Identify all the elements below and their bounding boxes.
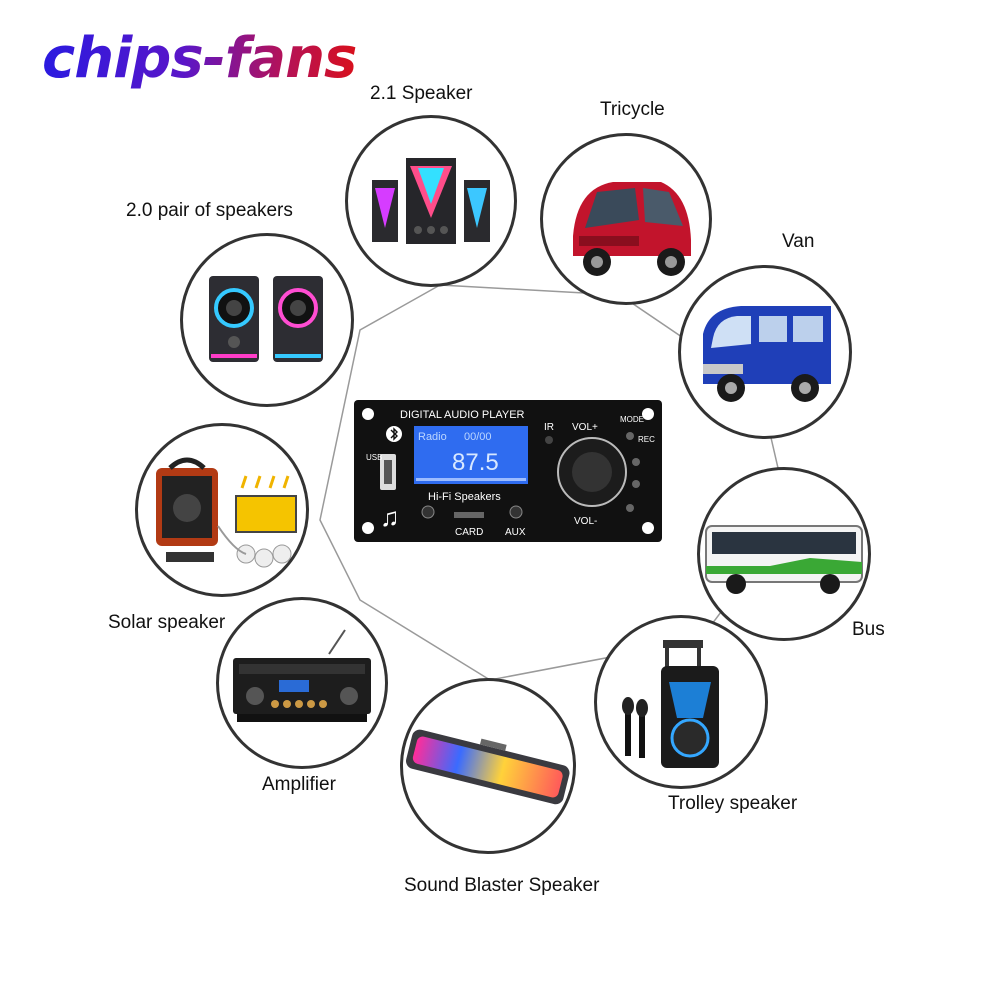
player-subtitle: Hi-Fi Speakers <box>428 491 501 503</box>
image-bus <box>697 467 871 641</box>
lcd-screen <box>414 426 528 484</box>
image-2-1-speaker <box>345 115 517 287</box>
label-bus: Bus <box>852 619 885 640</box>
mode-label: MODE <box>620 415 644 424</box>
card-label: CARD <box>455 527 483 538</box>
vol-down-label: VOL- <box>574 516 597 527</box>
image-soundbar <box>400 678 576 854</box>
music-note-icon: ♫ <box>380 502 400 532</box>
player-title: DIGITAL AUDIO PLAYER <box>400 409 525 421</box>
ir-sensor <box>545 436 553 444</box>
prev-button[interactable] <box>632 458 640 466</box>
play-pause-button[interactable] <box>632 480 640 488</box>
image-tricycle <box>540 133 712 305</box>
image-trolley-speaker <box>594 615 768 789</box>
usb-label: USB <box>366 453 382 462</box>
label-2-0-pair: 2.0 pair of speakers <box>126 200 293 221</box>
next-button[interactable] <box>626 504 634 512</box>
volume-knob[interactable] <box>557 437 627 507</box>
label-2-1-speaker: 2.1 Speaker <box>370 83 473 104</box>
bluetooth-icon <box>386 426 402 442</box>
aux-label: AUX <box>505 527 526 538</box>
mic-port[interactable] <box>421 505 435 519</box>
vol-up-label: VOL+ <box>572 422 598 433</box>
image-van <box>678 265 852 439</box>
image-amplifier <box>216 597 388 769</box>
usb-port[interactable] <box>380 454 396 490</box>
lcd-mode: Radio <box>418 431 447 443</box>
ir-label: IR <box>544 422 554 433</box>
label-sound-blaster: Sound Blaster Speaker <box>404 875 600 896</box>
image-solar-speaker <box>135 423 309 597</box>
label-solar-speaker: Solar speaker <box>108 612 226 633</box>
aux-port[interactable] <box>509 505 523 519</box>
label-amplifier: Amplifier <box>262 774 336 795</box>
audio-player-module: DIGITAL AUDIO PLAYER Radio 00/00 87.5 Hi… <box>354 400 662 542</box>
label-tricycle: Tricycle <box>600 99 665 120</box>
mode-button[interactable] <box>626 432 634 440</box>
label-van: Van <box>782 231 815 252</box>
lcd-track: 00/00 <box>464 431 492 443</box>
card-slot[interactable] <box>454 512 484 518</box>
label-trolley-speaker: Trolley speaker <box>668 793 798 814</box>
brand-logo: chips-fans <box>42 26 357 91</box>
image-2-0-speakers <box>180 233 354 407</box>
rec-label: REC <box>638 435 655 444</box>
lcd-frequency: 87.5 <box>452 449 499 476</box>
